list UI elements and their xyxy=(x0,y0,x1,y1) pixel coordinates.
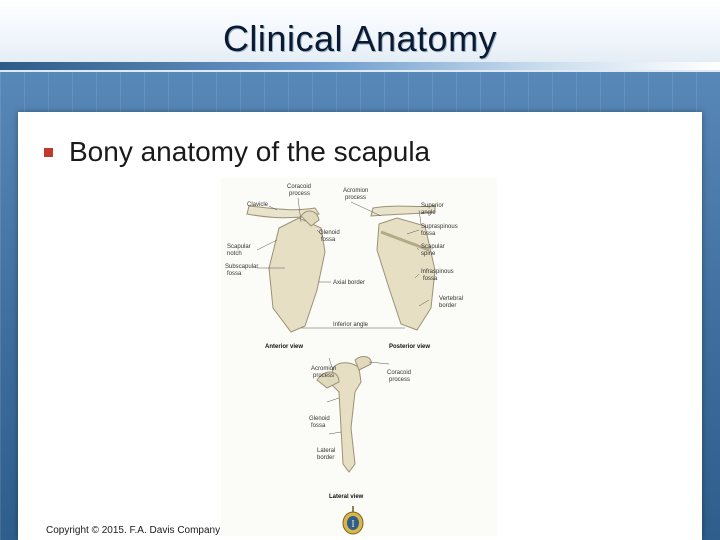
label-lateral-border-1: Lateral xyxy=(317,448,335,454)
label-lat-coracoid-process-1: Coracoid xyxy=(387,370,411,376)
label-lat-coracoid-process-2: process xyxy=(389,377,410,383)
label-lateral-view: Lateral view xyxy=(329,494,364,500)
label-subscapular-fossa-1: Subscapular xyxy=(225,264,258,270)
label-scapular-spine-2: spine xyxy=(421,251,436,257)
label-glenoid-fossa-1: Glenoid xyxy=(319,230,340,236)
lateral-acromion-bone xyxy=(316,371,340,389)
coracoid-bone xyxy=(300,210,320,227)
label-superior-angle-2: angle xyxy=(421,210,436,216)
title-rule xyxy=(0,62,720,70)
content-panel: Bony anatomy of the scapula xyxy=(18,112,702,540)
label-posterior-view: Posterior view xyxy=(389,344,430,350)
label-lat-acromion-process-1: Acromion xyxy=(311,366,336,372)
svg-text:I: I xyxy=(351,519,354,530)
label-glenoid-fossa-2: fossa xyxy=(321,237,336,243)
label-subscapular-fossa-2: fossa xyxy=(227,271,242,277)
label-coracoid-process-2: process xyxy=(289,191,310,197)
posterior-clavicle-bone xyxy=(370,205,436,217)
label-scapular-notch-2: notch xyxy=(227,251,242,257)
label-vertebral-border-1: Vertebral xyxy=(439,296,463,302)
label-clavicle: Clavicle xyxy=(247,202,269,208)
label-lat-glenoid-fossa-1: Glenoid xyxy=(309,416,330,422)
label-supraspinous-fossa-2: fossa xyxy=(421,231,436,237)
anterior-scapula-bone xyxy=(268,217,326,333)
label-infraspinous-fossa-2: fossa xyxy=(423,276,438,282)
title-band xyxy=(0,0,720,72)
label-lat-glenoid-fossa-2: fossa xyxy=(311,423,326,429)
scapula-figure: Coracoid process Acromion process Clavic… xyxy=(221,178,497,536)
label-scapular-spine-1: Scapular xyxy=(421,244,445,250)
label-axial-border: Axial border xyxy=(333,280,365,286)
label-vertebral-border-2: border xyxy=(439,303,456,309)
label-anterior-view: Anterior view xyxy=(265,344,303,350)
label-scapular-notch-1: Scapular xyxy=(227,244,251,250)
label-supraspinous-fossa-1: Supraspinous xyxy=(421,224,458,230)
slide-title: Clinical Anatomy xyxy=(222,18,498,59)
label-superior-angle-1: Superior xyxy=(421,203,444,209)
clavicle-bone xyxy=(246,205,320,219)
label-acromion-process-1: Acromion xyxy=(343,188,368,194)
lateral-coracoid-bone xyxy=(354,356,372,371)
leader-lines xyxy=(256,197,430,435)
bullet-text: Bony anatomy of the scapula xyxy=(69,136,431,167)
label-infraspinous-fossa-1: Infraspinous xyxy=(421,269,454,275)
bullet-item: Bony anatomy of the scapula xyxy=(44,136,430,168)
copyright-notice: Copyright © 2015. F.A. Davis Company xyxy=(46,525,221,536)
label-lat-acromion-process-2: process xyxy=(313,373,334,379)
scapular-spine-ridge xyxy=(380,230,430,252)
label-coracoid-process-1: Coracoid xyxy=(287,184,311,190)
label-inferior-angle: Inferior angle xyxy=(333,322,369,328)
bullet-square-icon xyxy=(44,147,53,157)
scapula-illustration: Coracoid process Acromion process Clavic… xyxy=(225,184,463,500)
label-lateral-border-2: border xyxy=(317,455,334,461)
publisher-logo-icon: I xyxy=(342,506,364,535)
label-acromion-process-2: process xyxy=(345,195,366,201)
